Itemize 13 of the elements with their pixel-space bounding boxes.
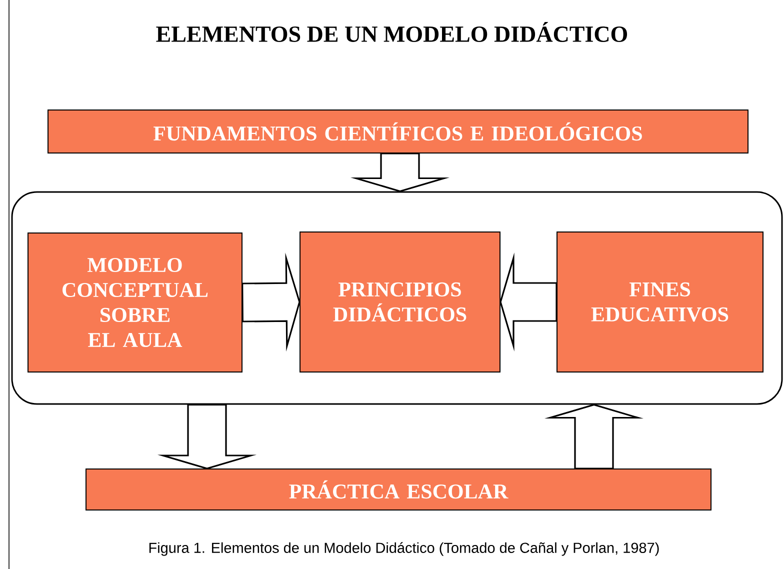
process-box: FUNDAMENTOS CIENTÍFICOS E IDEOLÓGICOS xyxy=(48,110,748,154)
block-arrow xyxy=(157,404,257,470)
process-box: PRINCIPIOS DIDÁCTICOS xyxy=(300,232,500,372)
process-box: FINES EDUCATIVOS xyxy=(556,232,764,372)
block-arrow xyxy=(242,252,300,352)
title: ELEMENTOS DE UN MODELO DIDÁCTICO xyxy=(156,22,628,42)
block-arrow xyxy=(500,252,558,352)
rounded-frame xyxy=(11,191,783,405)
process-box: MODELO CONCEPTUAL SOBRE EL AULA xyxy=(28,232,242,372)
block-arrow xyxy=(350,152,450,192)
block-arrow xyxy=(544,404,644,470)
process-box: PRÁCTICA ESCOLAR xyxy=(86,468,712,510)
caption: Figura 1. Elementos de un Modelo Didáctico (Tomado de Cañal y Porlan, 1987) xyxy=(149,542,659,556)
